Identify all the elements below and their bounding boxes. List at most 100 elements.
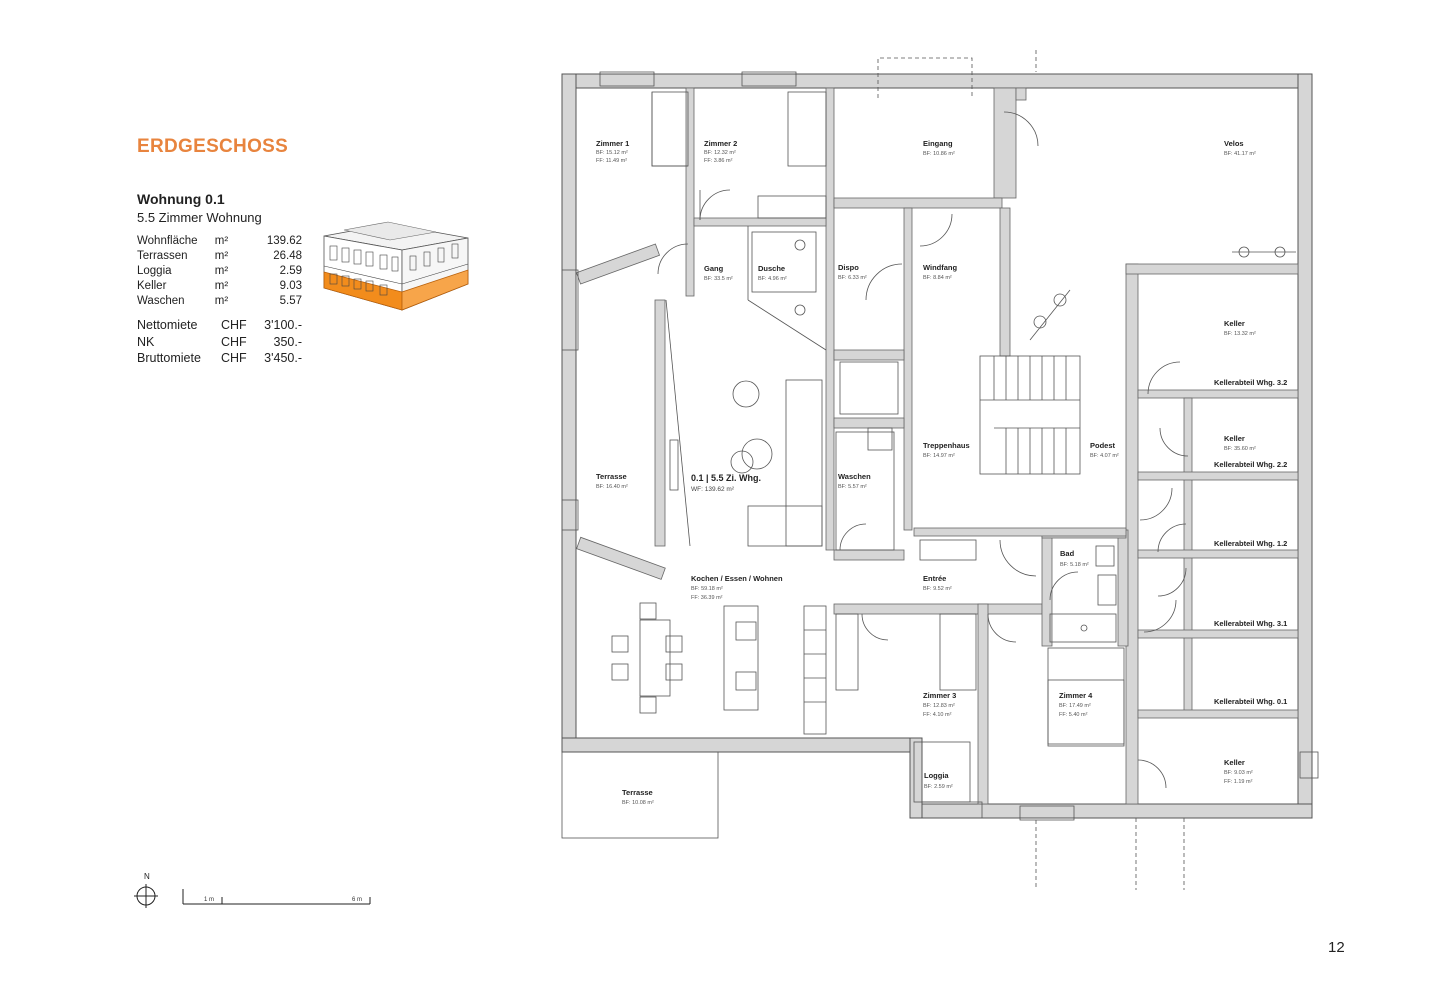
building-isometric-thumbnail [323, 221, 469, 311]
room-area: FF: 11.49 m² [596, 158, 627, 164]
room-name: Kellerabteil Whg. 1.2 [1214, 539, 1287, 548]
room-area: BF: 13.32 m² [1224, 331, 1256, 337]
rent-label: Bruttomiete [137, 351, 201, 365]
area-value: 2.59 [279, 265, 302, 277]
room-name: Kellerabteil Whg. 3.2 [1214, 378, 1287, 387]
rent-row: Bruttomiete CHF 3'450.- [137, 350, 302, 367]
room-area: BF: 17.49 m² [1059, 703, 1091, 709]
room-area: BF: 4.07 m² [1090, 453, 1119, 459]
room-name: Terrasse [596, 472, 627, 481]
room-area: BF: 12.32 m² [704, 150, 736, 156]
room-area: BF: 2.59 m² [924, 784, 953, 790]
room-name: Eingang [923, 139, 953, 148]
room-area: BF: 35.60 m² [1224, 446, 1256, 452]
room-area: FF: 1.19 m² [1224, 779, 1253, 785]
floor-plan: Zimmer 1 BF: 15.12 m² FF: 11.49 m² Zimme… [561, 50, 1319, 890]
area-unit: m² [214, 280, 229, 292]
room-name: Keller [1224, 758, 1245, 767]
thumb-windows [323, 243, 469, 296]
interior-walls [575, 87, 1299, 805]
outer-walls [561, 73, 1313, 819]
room-name: Dispo [838, 263, 859, 272]
rent-label: NK [137, 334, 155, 349]
north-label: N [144, 872, 150, 881]
scale-bar: 1 m 6 m [182, 889, 371, 905]
room-name: Keller [1224, 319, 1245, 328]
room-area: BF: 6.33 m² [838, 275, 867, 281]
room-name: Zimmer 4 [1059, 691, 1093, 700]
area-label: Loggia [137, 265, 172, 277]
area-unit: m² [214, 250, 229, 262]
area-label: Keller [137, 280, 167, 292]
area-label: Terrassen [137, 250, 188, 262]
room-area: BF: 5.57 m² [838, 484, 867, 490]
room-area: FF: 5.40 m² [1059, 712, 1088, 718]
rent-currency: CHF [221, 351, 247, 365]
scale-end-label: 6 m [352, 897, 362, 903]
scale-start-label: 1 m [204, 897, 214, 903]
area-row: Keller m² 9.03 [137, 279, 302, 294]
room-area: BF: 14.97 m² [923, 453, 955, 459]
room-area: FF: 4.10 m² [923, 712, 952, 718]
apartment-plan-area: WF: 139.62 m² [691, 486, 735, 493]
apartment-subtitle: 5.5 Zimmer Wohnung [137, 210, 262, 225]
area-value: 5.57 [279, 295, 302, 307]
room-name: Podest [1090, 441, 1116, 450]
area-label: Wohnfläche [137, 235, 198, 247]
page-heading: ERDGESCHOSS [137, 136, 289, 157]
area-value: 139.62 [266, 235, 302, 247]
thumb-attic-roof [343, 221, 437, 241]
room-name: Waschen [838, 472, 871, 481]
room-area: FF: 3.86 m² [704, 158, 733, 164]
room-name: Zimmer 2 [704, 139, 737, 148]
apartment-plan-label: 0.1 | 5.5 Zi. Whg. [691, 473, 761, 483]
room-area: BF: 8.84 m² [923, 275, 952, 281]
room-name: Velos [1224, 139, 1244, 148]
room-name: Loggia [924, 771, 949, 780]
room-name: Entrée [923, 574, 946, 583]
rent-label: Nettomiete [137, 318, 198, 332]
room-name: Bad [1060, 549, 1075, 558]
page-number: 12 [1328, 939, 1345, 956]
room-area: BF: 12.83 m² [923, 703, 955, 709]
area-value: 9.03 [279, 280, 302, 292]
room-area: BF: 16.40 m² [596, 484, 628, 490]
room-area: BF: 9.03 m² [1224, 770, 1253, 776]
room-name: Terrasse [622, 788, 653, 797]
room-area: BF: 4.96 m² [758, 276, 787, 282]
rent-value: 350.- [273, 334, 303, 349]
room-labels: Zimmer 1 BF: 15.12 m² FF: 11.49 m² Zimme… [596, 139, 1287, 806]
plan-details [561, 50, 1319, 890]
rent-currency: CHF [221, 318, 247, 332]
rent-value: 3'100.- [264, 318, 302, 332]
thumb-ground-floor-side [401, 269, 469, 311]
apartment-name: Wohnung 0.1 [137, 191, 225, 207]
room-area: BF: 10.08 m² [622, 800, 654, 806]
north-arrow-icon: N [134, 872, 158, 908]
room-area: FF: 36.39 m² [691, 595, 723, 601]
room-area: BF: 9.52 m² [923, 586, 952, 592]
room-name: Gang [704, 264, 724, 273]
room-area: BF: 41.17 m² [1224, 151, 1256, 157]
room-name: Kellerabteil Whg. 2.2 [1214, 460, 1287, 469]
room-name: Treppenhaus [923, 441, 970, 450]
room-name: Keller [1224, 434, 1245, 443]
area-unit: m² [214, 235, 229, 247]
area-unit: m² [214, 265, 229, 277]
room-area: BF: 5.18 m² [1060, 562, 1089, 568]
room-name: Zimmer 3 [923, 691, 956, 700]
room-name: Windfang [923, 263, 958, 272]
room-name: Zimmer 1 [596, 139, 629, 148]
room-name: Kochen / Essen / Wohnen [691, 574, 783, 583]
room-area: BF: 59.18 m² [691, 586, 723, 592]
area-unit: m² [214, 295, 229, 307]
room-name: Dusche [758, 264, 785, 273]
area-row: Wohnfläche m² 139.62 [137, 234, 302, 249]
room-area: BF: 15.12 m² [596, 150, 628, 156]
room-name: Kellerabteil Whg. 3.1 [1214, 619, 1287, 628]
rent-value: 3'450.- [264, 351, 302, 365]
